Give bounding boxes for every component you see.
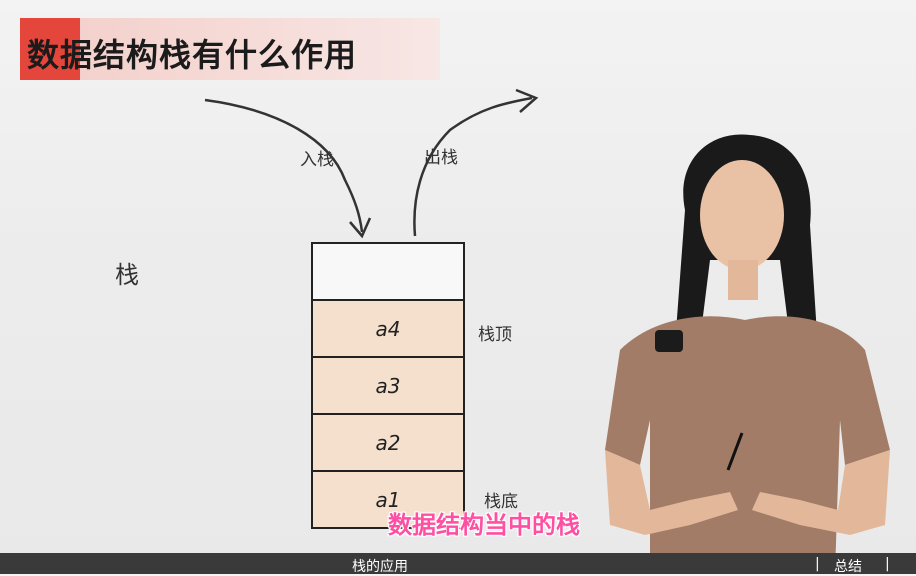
pop-label: 出栈 — [424, 148, 458, 168]
stack-bottom-label: 栈底 — [484, 492, 518, 512]
chapter-summary[interactable]: 总结 — [834, 559, 862, 575]
stack-top-label: 栈顶 — [478, 325, 512, 345]
stack-cell-a2: a2 — [311, 415, 465, 472]
stack-diagram: a4 a3 a2 a1 — [311, 242, 465, 529]
presenter-image — [605, 134, 890, 574]
stack-cell-empty — [311, 242, 465, 301]
push-label: 入栈 — [300, 150, 334, 170]
chapter-divider-2: | — [885, 556, 890, 572]
title-banner — [20, 18, 440, 80]
stack-cell-a3: a3 — [311, 358, 465, 415]
chapter-stack-application[interactable]: 栈的应用 — [352, 559, 408, 575]
stack-cell-a1: a1 — [311, 472, 465, 529]
page-title: 数据结构栈有什么作用 — [27, 36, 358, 74]
stack-cell-a4: a4 — [311, 301, 465, 358]
chapter-bar: 栈的应用 | 总结 | — [0, 553, 916, 575]
chapter-divider-1: | — [815, 556, 820, 572]
video-subtitle: 数据结构当中的栈 — [388, 511, 580, 539]
stack-label: 栈 — [115, 261, 139, 289]
